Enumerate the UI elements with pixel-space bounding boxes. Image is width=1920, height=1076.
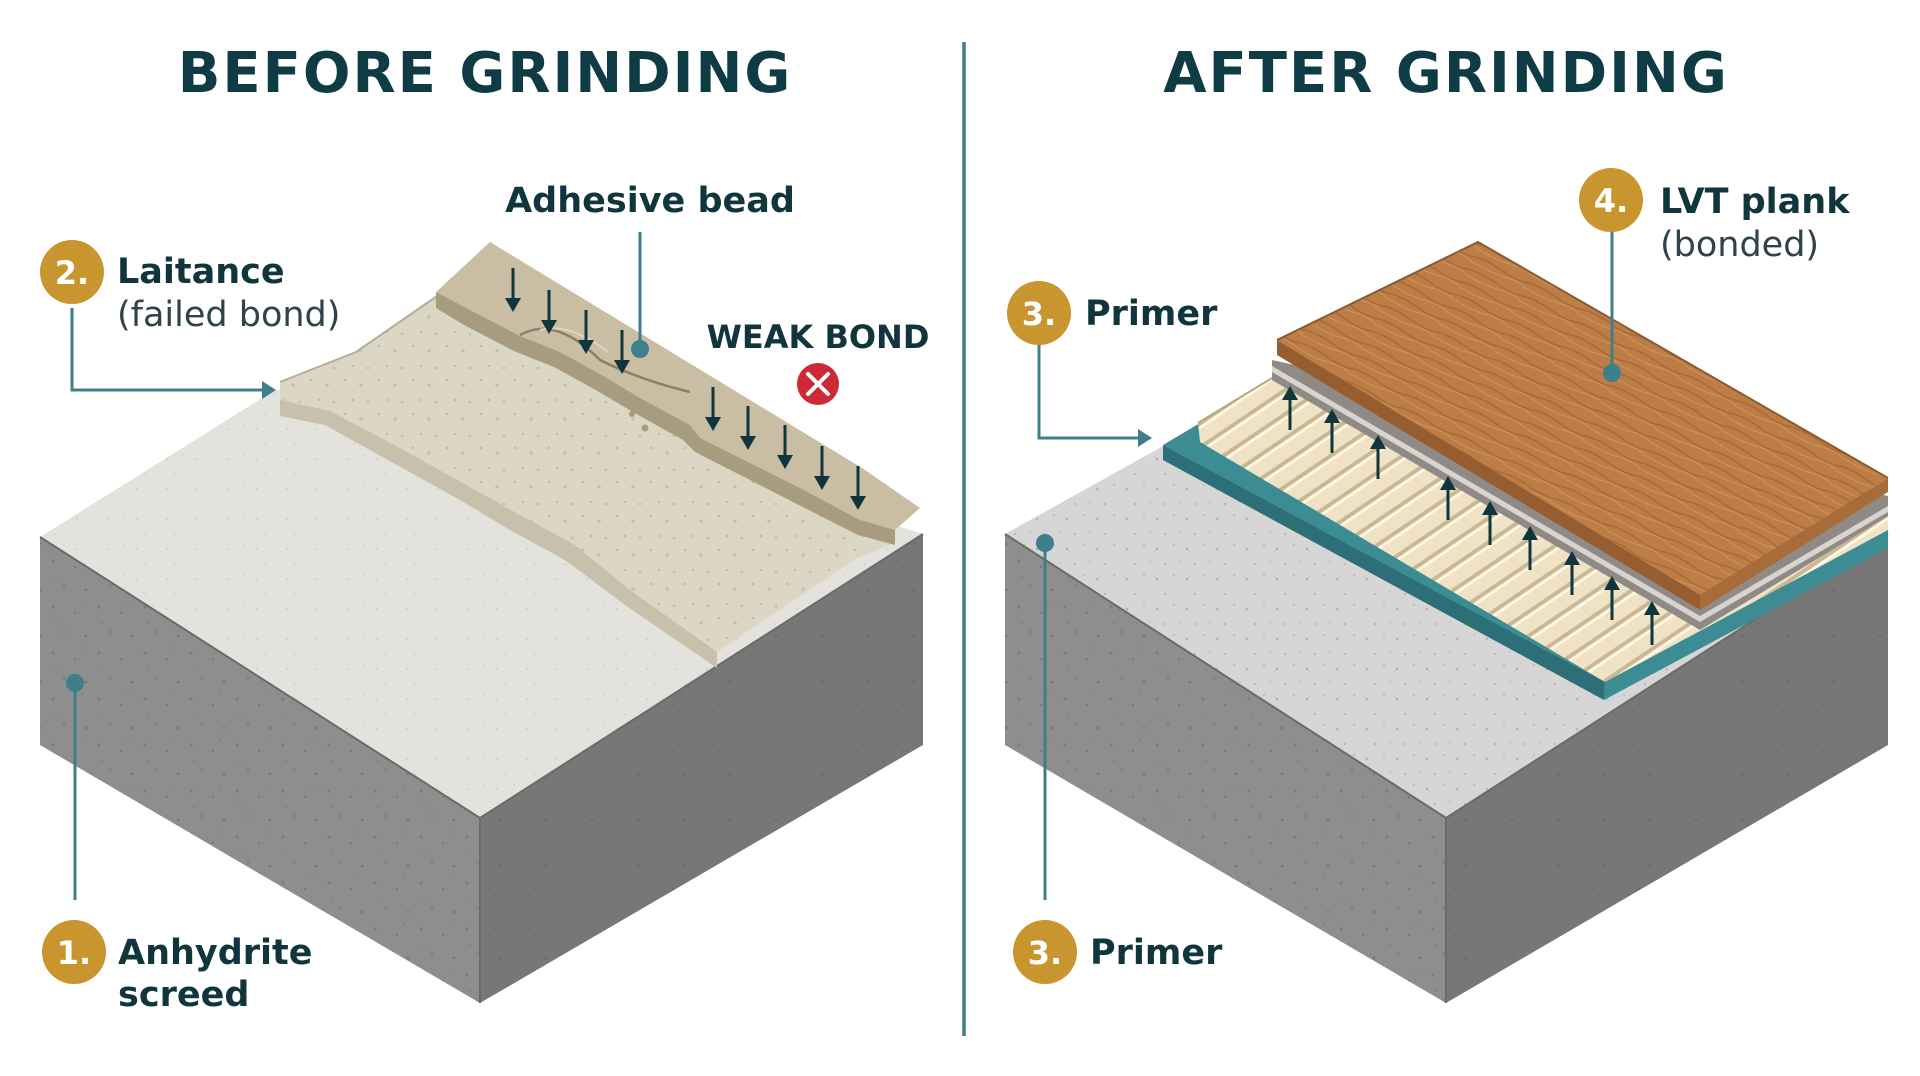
label-laitance: 2. Laitance (failed bond) [40,240,340,335]
label-primer-bottom: 3. Primer [1013,920,1223,984]
label-badge [1013,920,1077,984]
label-badge [1579,168,1643,232]
svg-text:(failed bond): (failed bond) [117,295,340,335]
before-slab [39,388,924,1003]
label-lvt-plank: 4. LVT plank (bonded) [1579,168,1850,265]
primer-bottom-leader-dot [1036,534,1054,552]
adhesive-force-arrows [505,268,866,510]
weak-bond-warning: WEAK BOND [707,318,930,405]
laitance-layer [279,293,895,668]
left-leader-lines [70,232,642,900]
svg-text:WEAK BOND: WEAK BOND [707,318,930,356]
laitance-leader [70,308,262,392]
svg-text:3.: 3. [1022,295,1056,333]
right-leader-lines [1037,227,1614,900]
label-primer-top: 3. Primer [1007,281,1218,345]
svg-text:Adhesive bead: Adhesive bead [505,181,795,221]
plank-top-surface [1277,242,1888,595]
svg-text:2.: 2. [55,254,89,292]
svg-text:LVT plank: LVT plank [1660,182,1850,222]
svg-text:1.: 1. [57,934,91,972]
svg-text:Primer: Primer [1085,294,1218,334]
svg-text:Primer: Primer [1090,933,1223,973]
lvt-plank-leader-dot [1603,364,1621,382]
svg-text:(bonded): (bonded) [1660,225,1819,265]
label-badge [40,240,104,304]
primer-top-leader [1037,343,1140,440]
screed-leader-dot [66,674,84,692]
lvt-plank [1272,240,1889,630]
svg-text:screed: screed [118,975,249,1015]
laitance-leader-arrowhead [262,381,276,399]
panel-title-before: BEFORE GRINDING [178,41,793,106]
adhesive-bead-leader-dot [631,340,649,358]
label-badge [1007,281,1071,345]
bond-force-arrows [1282,386,1660,645]
panel-title-after: AFTER GRINDING [1163,41,1729,106]
label-badge [42,920,106,984]
adhesive-bead [436,242,920,545]
svg-text:Anhydrite: Anhydrite [118,933,313,973]
label-adhesive-bead: Adhesive bead [505,181,795,221]
svg-text:4.: 4. [1594,182,1628,220]
svg-text:3.: 3. [1028,934,1062,972]
primer-leader-arrowhead [1138,429,1152,447]
svg-text:Laitance: Laitance [117,252,285,292]
label-anhydrite-screed: 1. Anhydrite screed [42,920,313,1015]
